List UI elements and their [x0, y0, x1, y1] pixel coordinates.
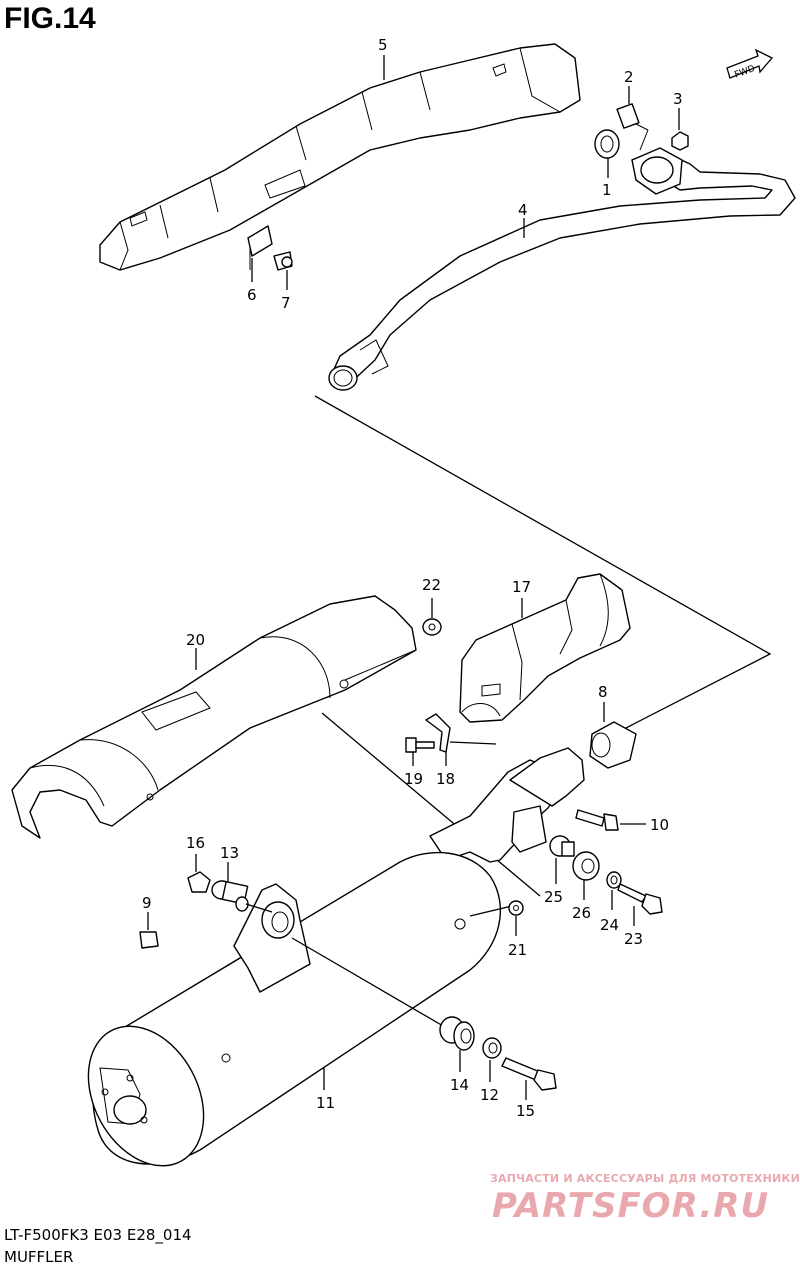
label-24: 24 [600, 916, 619, 934]
part-1-gasket [594, 129, 620, 159]
part-10-bolt [575, 809, 619, 831]
part-14-cushion [439, 1016, 475, 1051]
part-22-nut [422, 618, 442, 636]
part-5-pipe-cover [99, 43, 581, 271]
label-13: 13 [220, 844, 239, 862]
part-20-muffler-cover [11, 595, 417, 839]
part-17-cover [459, 573, 631, 723]
part-8-gasket [589, 721, 637, 769]
figure-title: FIG.14 [4, 2, 96, 35]
part-19-bolt [405, 737, 435, 753]
label-23: 23 [624, 930, 643, 948]
label-6: 6 [247, 286, 257, 304]
label-16: 16 [186, 834, 205, 852]
part-15-bolt [501, 1057, 557, 1091]
label-12: 12 [480, 1086, 499, 1104]
section-name: MUFFLER [4, 1248, 74, 1266]
label-3: 3 [673, 90, 683, 108]
label-9: 9 [142, 894, 152, 912]
label-1: 1 [602, 181, 612, 199]
part-23-bolt [617, 883, 663, 915]
label-5: 5 [378, 36, 388, 54]
part-16-cushion [187, 871, 211, 893]
label-8: 8 [598, 683, 608, 701]
label-7: 7 [281, 294, 291, 312]
label-22: 22 [422, 576, 441, 594]
label-20: 20 [186, 631, 205, 649]
part-3-nut [671, 131, 689, 151]
model-code: LT-F500FK3 E03 E28_014 [4, 1226, 192, 1244]
label-26: 26 [572, 904, 591, 922]
label-10: 10 [650, 816, 669, 834]
part-11-muffler [87, 747, 585, 1167]
label-18: 18 [436, 770, 455, 788]
label-11: 11 [316, 1094, 335, 1112]
label-19: 19 [404, 770, 423, 788]
part-6-clamp [247, 225, 273, 270]
part-25-spacer [549, 835, 575, 857]
watermark-text: ЗАПЧАСТИ И АКСЕССУАРЫ ДЛЯ МОТОТЕХНИКИ [490, 1172, 800, 1185]
label-25: 25 [544, 888, 563, 906]
label-17: 17 [512, 578, 531, 596]
part-24-washer [606, 871, 622, 889]
fwd-arrow-icon: FWD [726, 48, 774, 81]
label-14: 14 [450, 1076, 469, 1094]
part-9-nut [139, 931, 159, 949]
part-2-stud-bolt [616, 103, 640, 129]
label-15: 15 [516, 1102, 535, 1120]
part-21-nut [508, 900, 524, 916]
part-12-washer [482, 1037, 502, 1059]
part-4-exhaust-pipe [328, 147, 796, 391]
part-7-screw [273, 251, 293, 271]
part-26-cushion [572, 851, 600, 881]
watermark-logo: PARTSFOR.RU [492, 1186, 770, 1226]
part-13-spacer [211, 880, 249, 912]
label-4: 4 [518, 201, 528, 219]
label-2: 2 [624, 68, 634, 86]
label-21: 21 [508, 941, 527, 959]
